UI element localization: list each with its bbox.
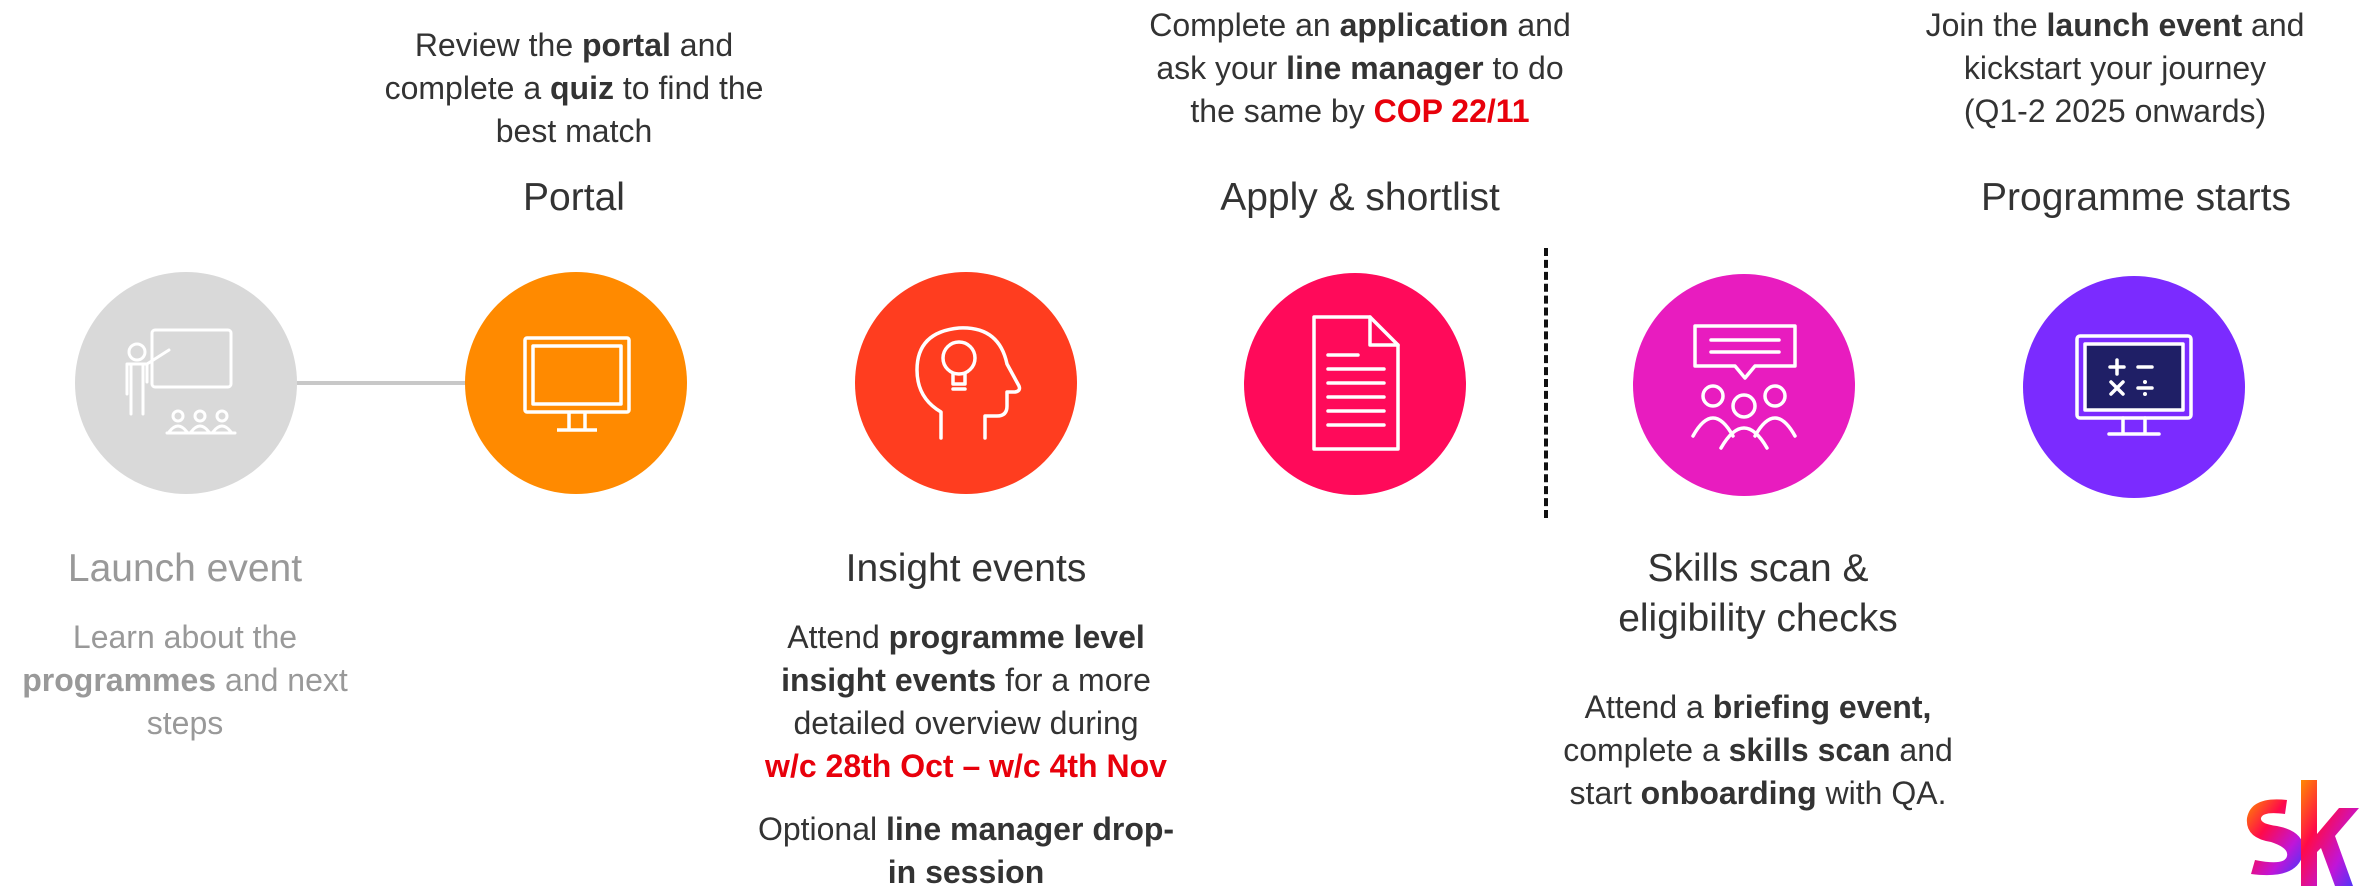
document-icon (1312, 315, 1400, 451)
lightbulb-head-icon (915, 326, 1022, 440)
insight-events-circle (855, 272, 1077, 494)
sky-logo (2246, 780, 2359, 886)
calculator-screen-icon (2075, 334, 2193, 436)
insight-events-title: Insight events (845, 547, 1087, 590)
skills-scan-circle (1633, 274, 1855, 496)
application-deadline: COP 22/11 (1373, 93, 1530, 129)
skills-scan-description: Attend a briefing event, complete a skil… (1563, 689, 1953, 811)
presentation-icon (125, 328, 237, 435)
launch-event-title: Launch event (67, 547, 303, 590)
group-discussion-icon (1691, 324, 1797, 450)
phase-divider (1544, 248, 1548, 518)
apply-shortlist-title: Apply & shortlist (1220, 176, 1500, 219)
skills-scan-title: Skills scan & eligibility checks (1618, 547, 1898, 640)
launch-event-description: Learn about the programmes and next step… (22, 619, 348, 741)
launch-event-circle (75, 272, 297, 494)
programme-starts-circle (2023, 276, 2245, 498)
programme-starts-title: Programme starts (1981, 176, 2291, 219)
monitor-icon (523, 336, 631, 432)
line-manager-session-note: Optional line manager drop- in session (757, 811, 1175, 890)
portal-description: Review the portal and complete a quiz to… (384, 27, 764, 149)
programme-description: Join the launch event and kickstart your… (1925, 7, 2305, 129)
insight-events-date: w/c 28th Oct – w/c 4th Nov (765, 748, 1167, 784)
insight-events-description: Attend programme level insight events fo… (716, 616, 1216, 788)
apply-shortlist-circle (1244, 273, 1466, 495)
portal-circle (465, 272, 687, 494)
apply-description: Complete an application and ask your lin… (1149, 7, 1571, 129)
portal-title: Portal (523, 176, 625, 219)
